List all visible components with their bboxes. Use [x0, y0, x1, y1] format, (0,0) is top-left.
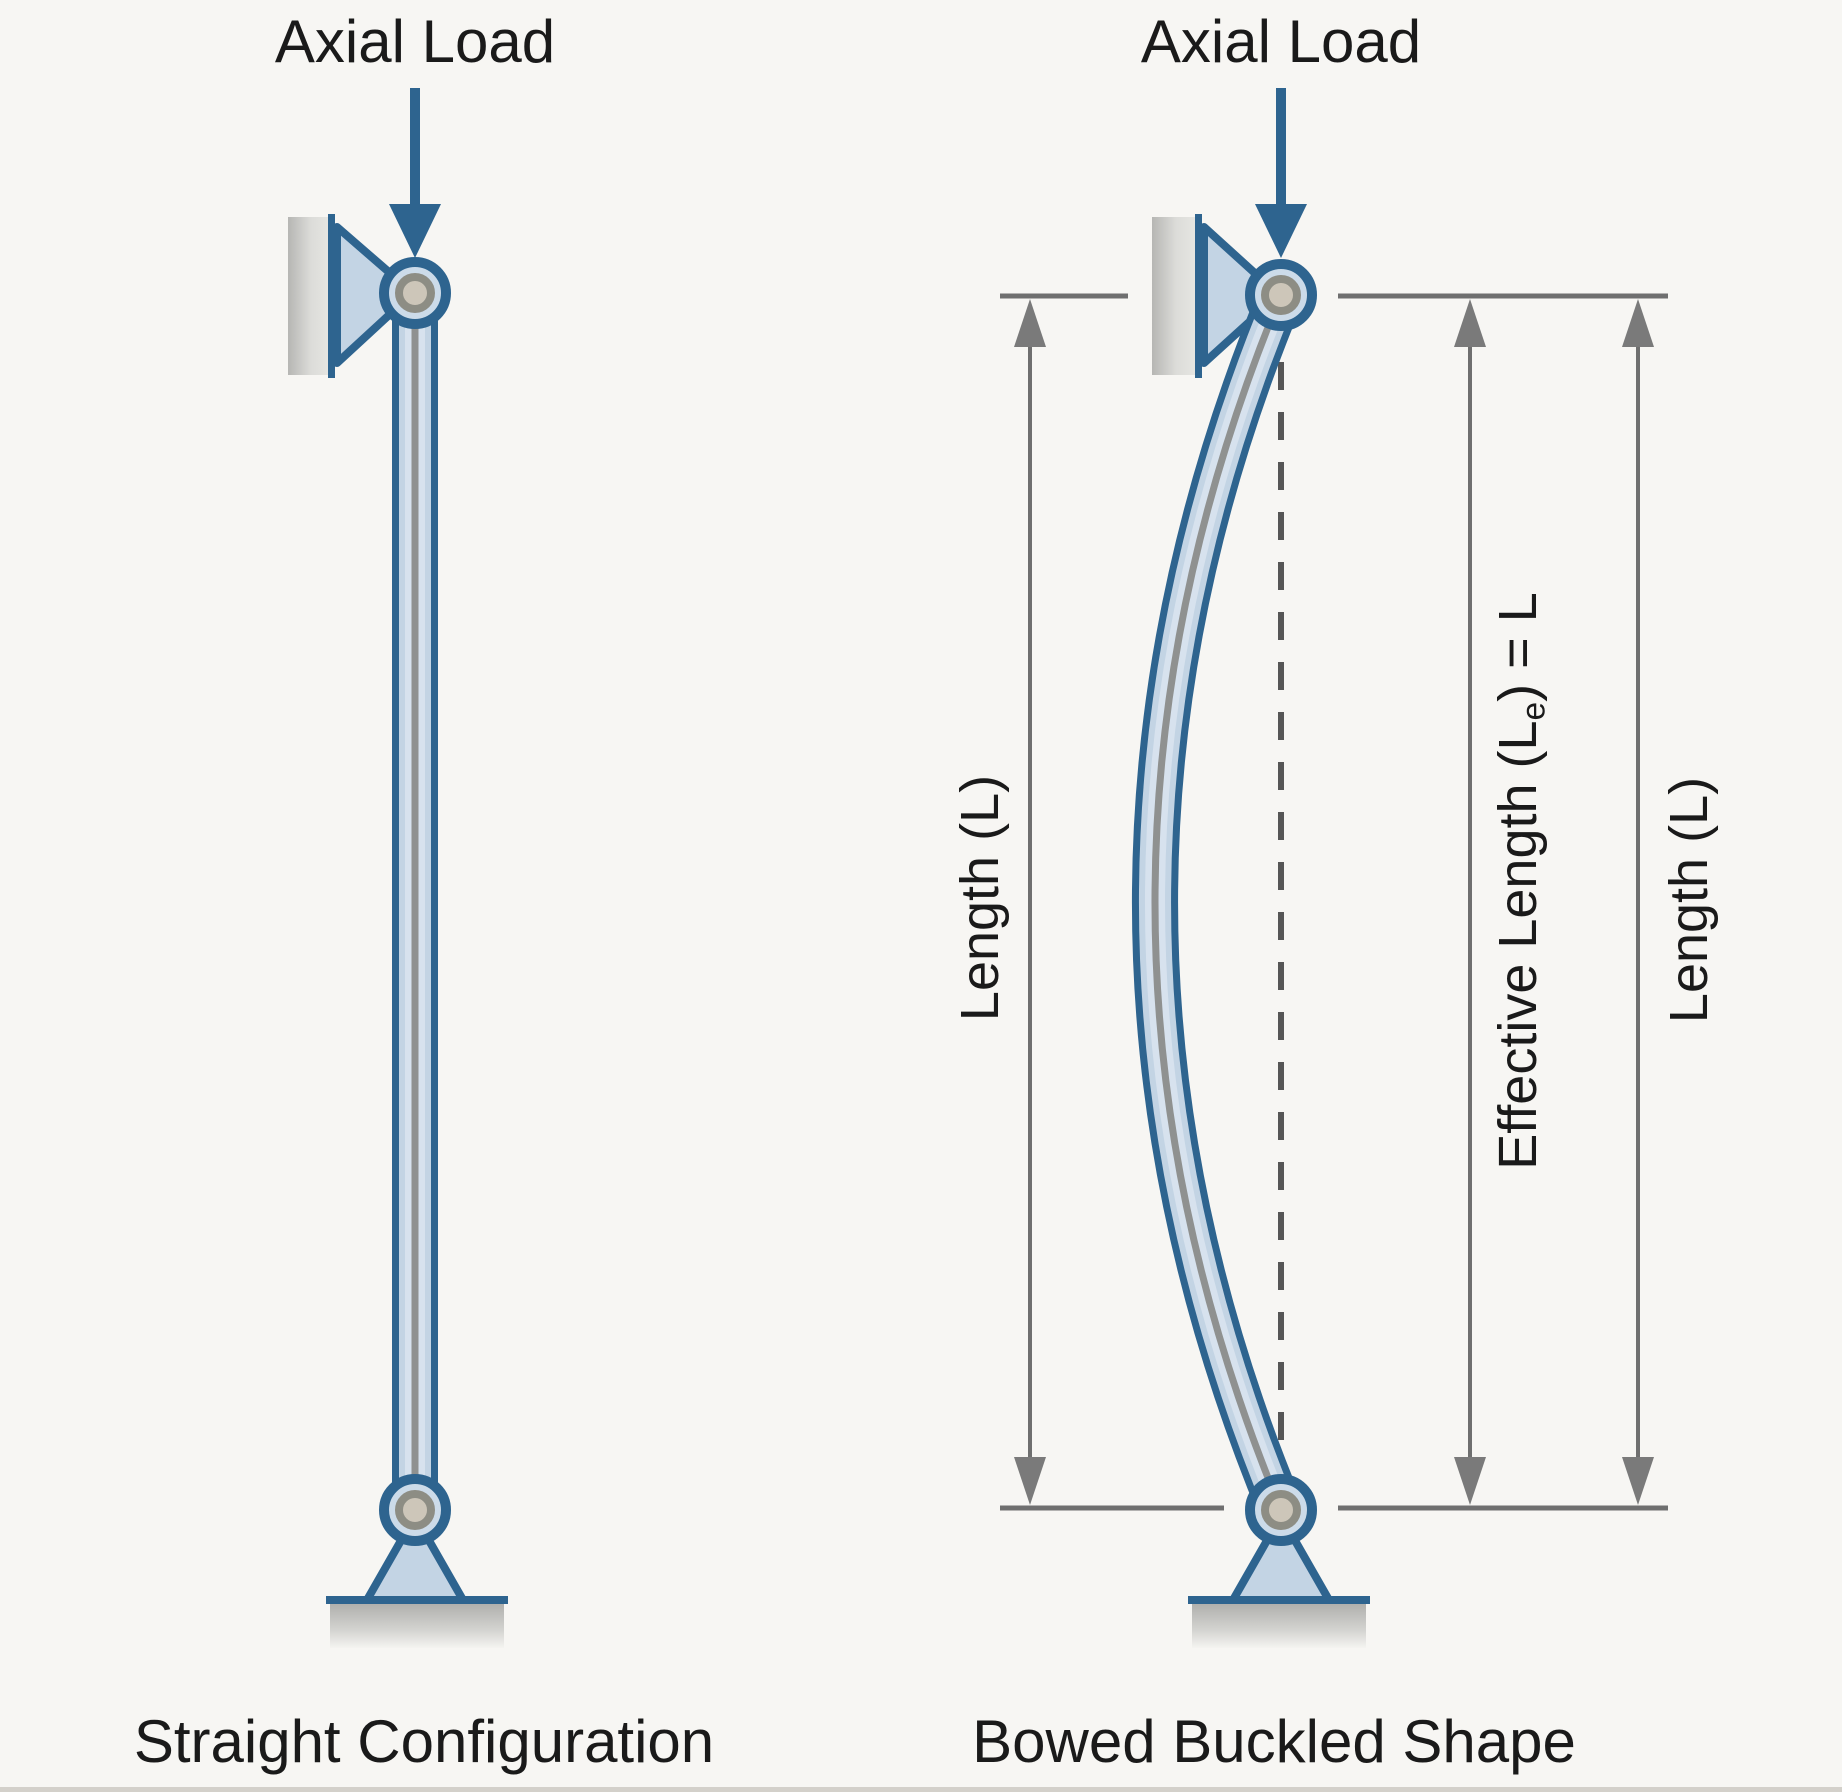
column-centerline: [1151, 293, 1285, 1512]
arrow-head: [389, 204, 441, 258]
pin-joint-bottom-left-icon: [379, 1474, 451, 1546]
scan-edge-artifact: [0, 1787, 1842, 1792]
axial-load-arrow-right-icon: [1255, 88, 1307, 258]
ground-hatch: [1192, 1604, 1366, 1648]
dim-arrow-up-icon: [1014, 299, 1046, 347]
wall-face: [328, 214, 335, 378]
pin-bracket-left: [333, 223, 417, 367]
buckled-column-figure: [1132, 88, 1370, 1648]
length-label-right: Length (L): [1659, 776, 1719, 1024]
dim-arrow-down-icon: [1014, 1457, 1046, 1505]
wall-block: [1152, 217, 1196, 375]
dim-arrow-down-icon: [1454, 1457, 1486, 1505]
ground-left: [326, 1596, 508, 1648]
ground-right: [1188, 1596, 1370, 1648]
dim-arrow-up-icon: [1454, 299, 1486, 347]
ground-hatch: [330, 1604, 504, 1648]
dim-arrow-up-icon: [1622, 299, 1654, 347]
dimension-lines: [1000, 293, 1668, 1511]
wall-block: [288, 217, 330, 375]
caption-bowed-buckled-shape: Bowed Buckled Shape: [972, 1708, 1576, 1775]
straight-column-figure: [288, 88, 508, 1648]
pin-joint-top-right-icon: [1245, 259, 1317, 331]
effective-length-suffix: ) = L: [1488, 592, 1549, 702]
arrow-head: [1255, 204, 1307, 258]
pin-joint-top-left-icon: [379, 257, 451, 329]
pin-inner: [395, 1490, 435, 1530]
dim-line-length-right: [1622, 299, 1654, 1505]
effective-length-prefix: Effective Length (L: [1488, 720, 1549, 1170]
pin-bracket-right: [1200, 223, 1283, 367]
caption-straight-configuration: Straight Configuration: [133, 1708, 715, 1775]
ground-line: [1188, 1596, 1370, 1604]
axial-load-label-left: Axial Load: [274, 8, 556, 75]
dim-line-length-left: [1014, 299, 1046, 1505]
effective-length-subscript: e: [1515, 701, 1553, 721]
axial-load-arrow-left-icon: [389, 88, 441, 258]
effective-length-label: Effective Length (Le) = L: [1488, 592, 1553, 1170]
pin-joint-bottom-right-icon: [1245, 1474, 1317, 1546]
pin-inner: [1261, 1490, 1301, 1530]
pin-inner: [395, 273, 435, 313]
buckled-column: [1132, 286, 1303, 1519]
wall-face: [1195, 214, 1202, 378]
length-label-left: Length (L): [950, 774, 1010, 1022]
dim-arrow-down-icon: [1622, 1457, 1654, 1505]
pin-inner: [1261, 275, 1301, 315]
axial-load-label-right: Axial Load: [1140, 8, 1422, 75]
wall-support-left: [288, 214, 335, 378]
ground-line: [326, 1596, 508, 1604]
dim-line-effective-length: [1454, 299, 1486, 1505]
wall-support-right: [1152, 214, 1202, 378]
